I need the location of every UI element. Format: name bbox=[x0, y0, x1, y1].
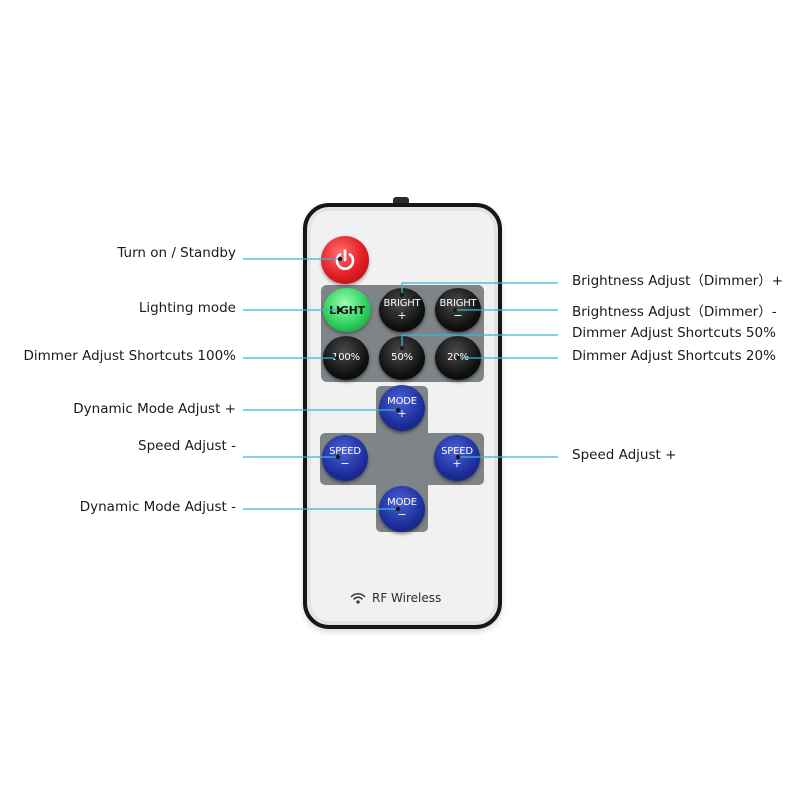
mode-up-button[interactable]: MODE + bbox=[379, 385, 425, 431]
wifi-icon bbox=[350, 592, 366, 604]
leader-dot-bright-down bbox=[452, 307, 458, 313]
leader-dot-dimmer-20 bbox=[455, 355, 461, 361]
label-speed-up: Speed Adjust + bbox=[572, 447, 677, 463]
mode-up-label: MODE bbox=[387, 396, 417, 407]
speed-up-sign: + bbox=[452, 457, 462, 470]
label-lighting-mode: Lighting mode bbox=[138, 300, 236, 316]
label-bright-up: Brightness Adjust（Dimmer）+ bbox=[572, 273, 784, 289]
leader-dot-bright-up bbox=[399, 292, 405, 298]
brand-mark: RF Wireless bbox=[350, 588, 460, 608]
leader-dot-dimmer-50 bbox=[399, 345, 405, 351]
mode-down-label: MODE bbox=[387, 497, 417, 508]
leader-dot-speed-up bbox=[455, 454, 461, 460]
mode-down-sign: − bbox=[397, 508, 407, 521]
antenna-nub bbox=[393, 197, 409, 203]
brand-text: RF Wireless bbox=[372, 591, 442, 605]
leader-dimmer-50 bbox=[401, 334, 558, 348]
leader-dot-mode-down bbox=[395, 506, 401, 512]
power-button[interactable] bbox=[321, 236, 369, 284]
leader-bright-up bbox=[401, 282, 558, 295]
leader-dot-dimmer-100 bbox=[334, 355, 340, 361]
mode-up-sign: + bbox=[397, 407, 407, 420]
speed-down-label: SPEED bbox=[329, 446, 361, 457]
label-dimmer-100: Dimmer Adjust Shortcuts 100% bbox=[23, 348, 236, 364]
leader-dot-power bbox=[337, 256, 343, 262]
leader-dot-mode-up bbox=[395, 407, 401, 413]
light-button-label: LIGHT bbox=[329, 303, 365, 317]
bright-up-sign: + bbox=[397, 309, 407, 322]
label-power: Turn on / Standby bbox=[117, 245, 236, 261]
label-speed-down: Speed Adjust - bbox=[138, 438, 236, 454]
label-bright-down: Brightness Adjust（Dimmer）- bbox=[572, 304, 777, 320]
bright-down-label: BRIGHT bbox=[439, 298, 477, 309]
dimmer-50-label: 50% bbox=[391, 352, 413, 363]
bright-down-sign: − bbox=[453, 309, 463, 322]
label-dimmer-50: Dimmer Adjust Shortcuts 50% bbox=[572, 325, 776, 341]
speed-down-sign: − bbox=[340, 457, 350, 470]
mode-down-button[interactable]: MODE − bbox=[379, 486, 425, 532]
leader-dot-speed-down bbox=[335, 454, 341, 460]
speed-down-button[interactable]: SPEED − bbox=[322, 435, 368, 481]
label-mode-down: Dynamic Mode Adjust - bbox=[79, 499, 236, 515]
bright-up-label: BRIGHT bbox=[383, 298, 421, 309]
leader-dot-lighting-mode bbox=[337, 307, 343, 313]
label-dimmer-20: Dimmer Adjust Shortcuts 20% bbox=[572, 348, 776, 364]
light-button[interactable]: LIGHT bbox=[323, 288, 371, 332]
speed-up-label: SPEED bbox=[441, 446, 473, 457]
label-mode-up: Dynamic Mode Adjust + bbox=[73, 401, 236, 417]
dimmer-100-label: 100% bbox=[332, 352, 360, 363]
